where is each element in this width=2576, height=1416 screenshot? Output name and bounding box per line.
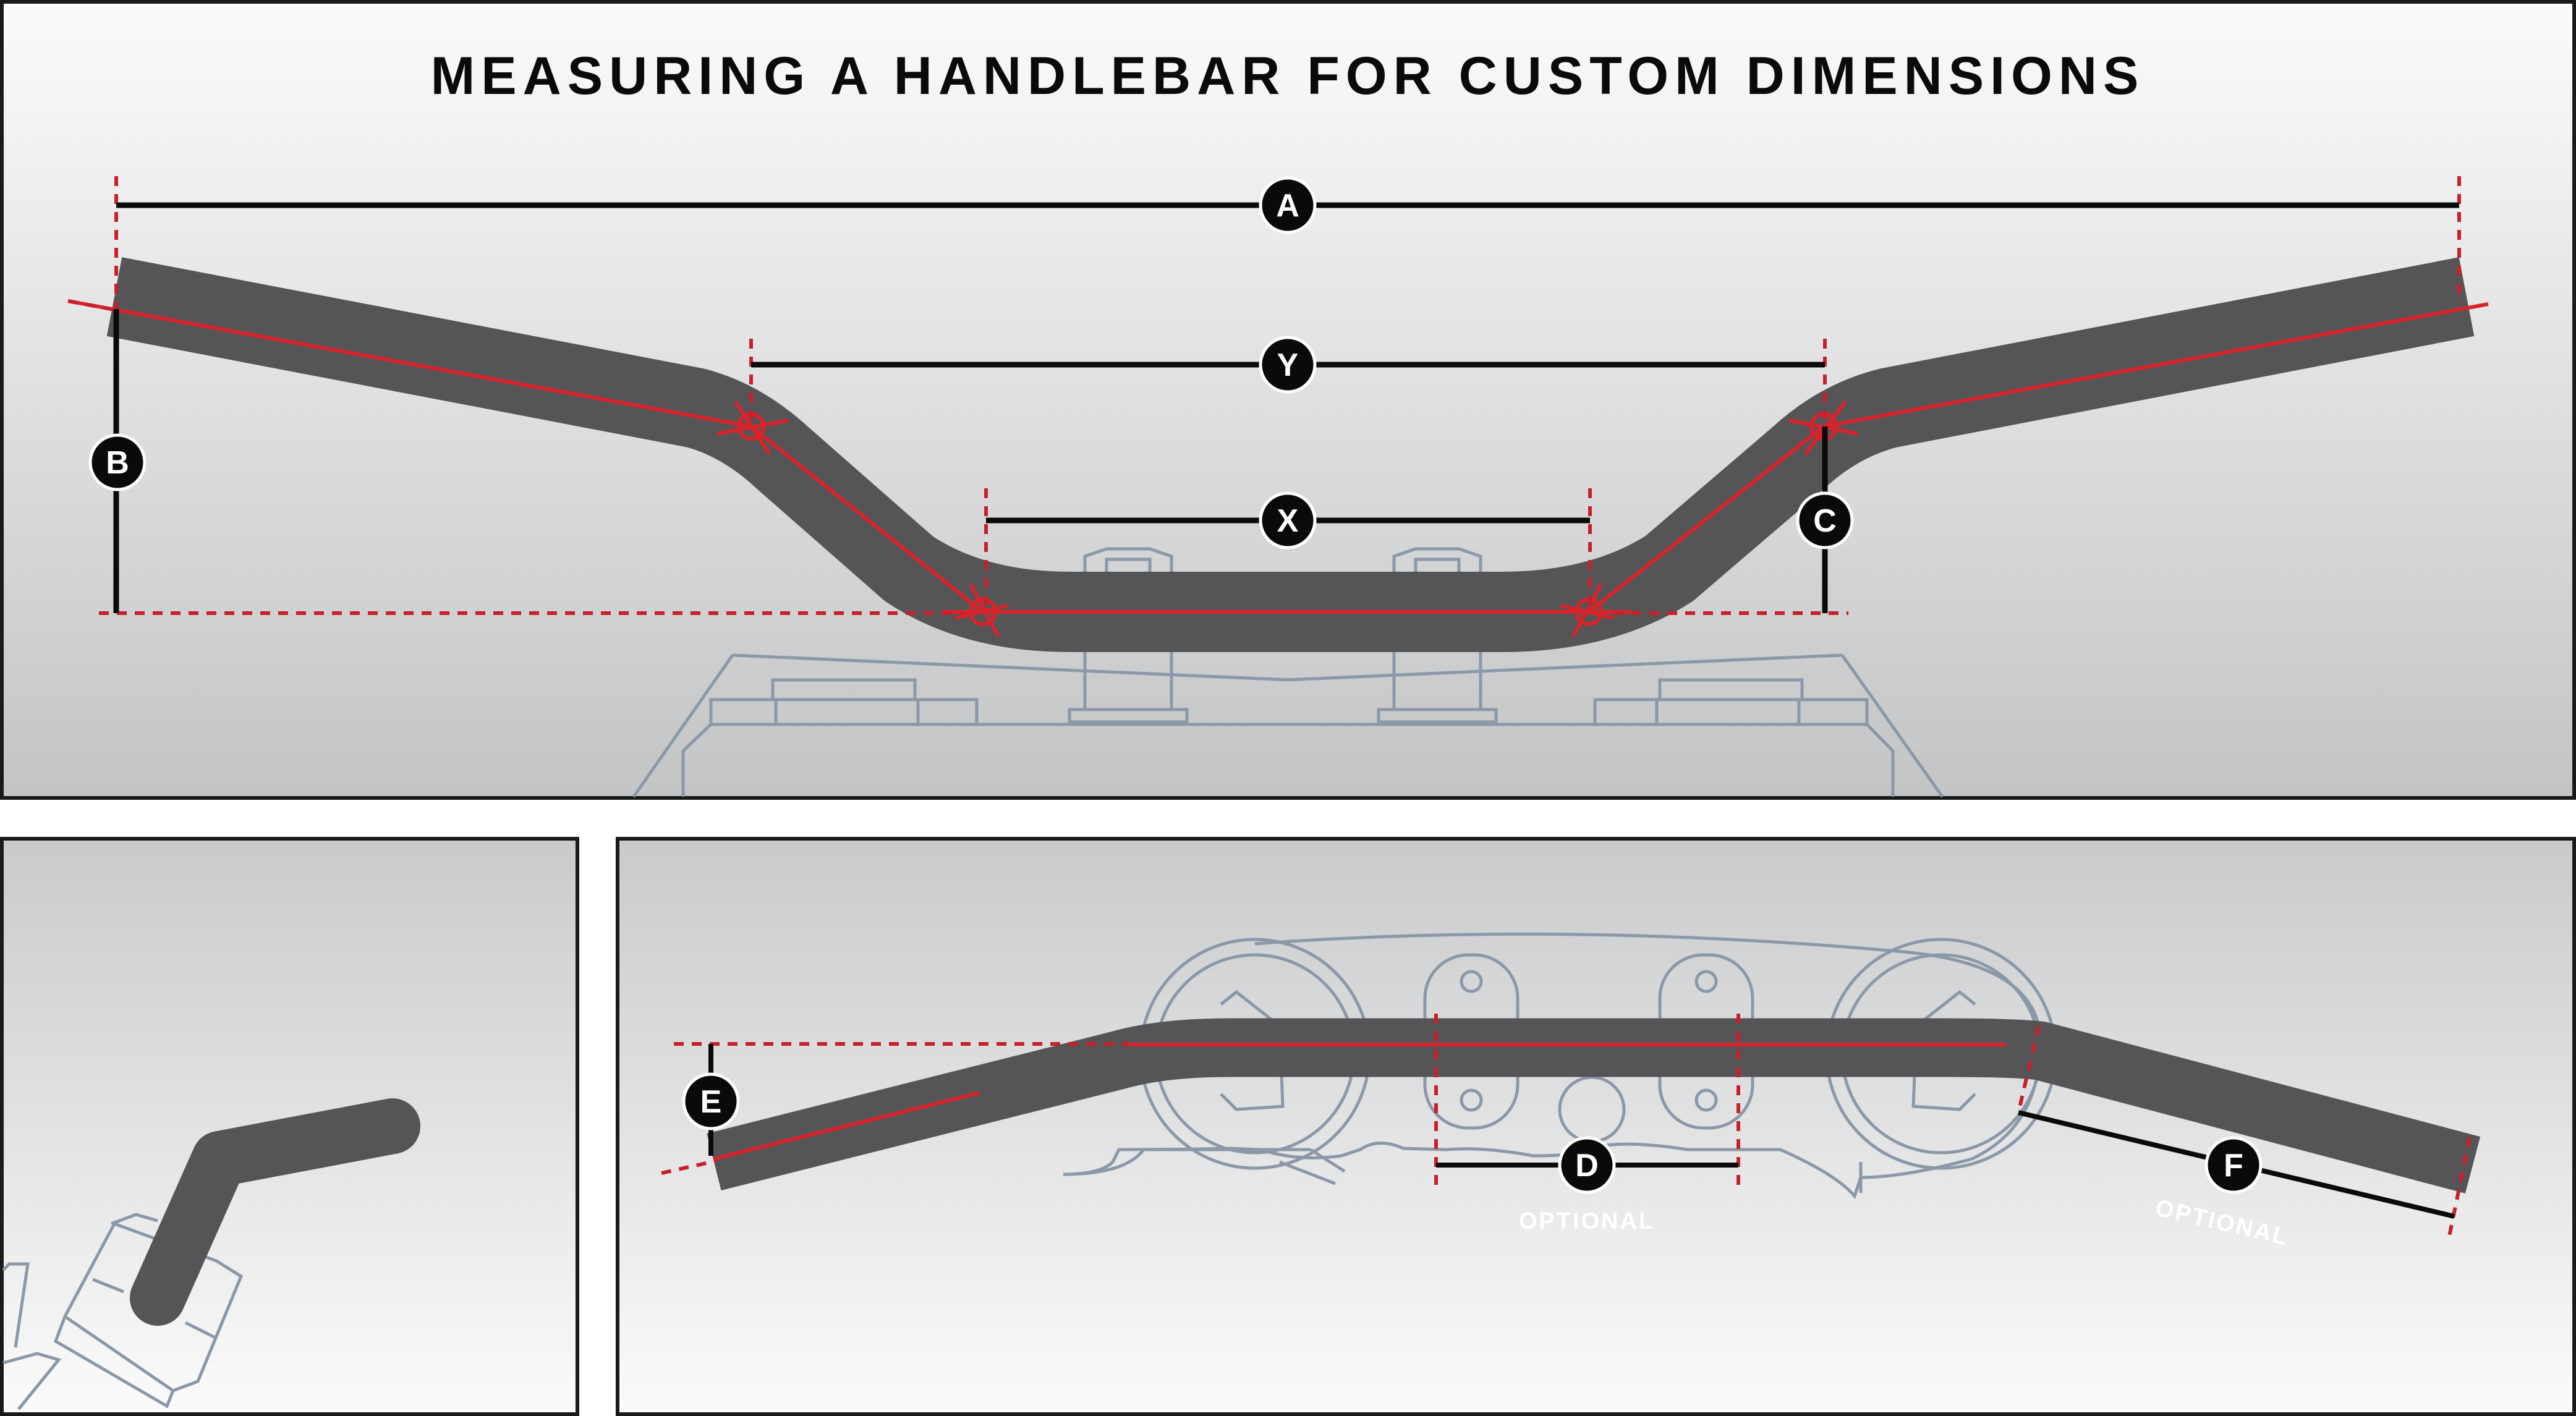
dimension-badge-x: X xyxy=(1259,491,1317,549)
dimension-label-y: Y xyxy=(1277,347,1299,383)
diagram-title: MEASURING A HANDLEBAR FOR CUSTOM DIMENSI… xyxy=(431,46,2145,106)
clamp-mount-outline xyxy=(632,547,1944,798)
dimension-badge-b: B xyxy=(88,433,147,491)
dimension-badge-f: F xyxy=(2204,1136,2263,1194)
top-view-panel: E D F OPTIONAL OPTIONAL xyxy=(616,837,2576,1416)
dimension-label-e: E xyxy=(700,1084,722,1120)
side-view-panel xyxy=(0,837,579,1416)
dimension-label-c: C xyxy=(1813,503,1837,539)
top-centerline-measurements xyxy=(713,1043,2006,1161)
top-dotted-extension-lines xyxy=(661,1014,2472,1243)
dimension-badge-d: D xyxy=(1558,1136,1616,1194)
handlebar-side-view xyxy=(130,1098,420,1326)
dimension-label-b: B xyxy=(106,445,129,481)
front-panel-frame xyxy=(0,0,2576,800)
dimension-badge-e: E xyxy=(682,1072,740,1130)
dotted-extension-lines xyxy=(67,176,2461,615)
dimension-label-d: D xyxy=(1575,1148,1599,1184)
handlebar-top-view xyxy=(707,1018,2481,1193)
dimension-label-f: F xyxy=(2224,1148,2243,1184)
dimension-badge-c: C xyxy=(1796,491,1854,549)
dimension-badge-a: A xyxy=(1259,176,1317,234)
optional-label-d: OPTIONAL xyxy=(1519,1208,1655,1234)
front-view-panel: MEASURING A HANDLEBAR FOR CUSTOM DIMENSI… xyxy=(0,0,2576,800)
dimension-label-x: X xyxy=(1277,503,1299,539)
dimension-label-a: A xyxy=(1276,188,1299,224)
side-clamp-outline xyxy=(2,1213,244,1410)
dimension-badge-y: Y xyxy=(1259,336,1317,394)
